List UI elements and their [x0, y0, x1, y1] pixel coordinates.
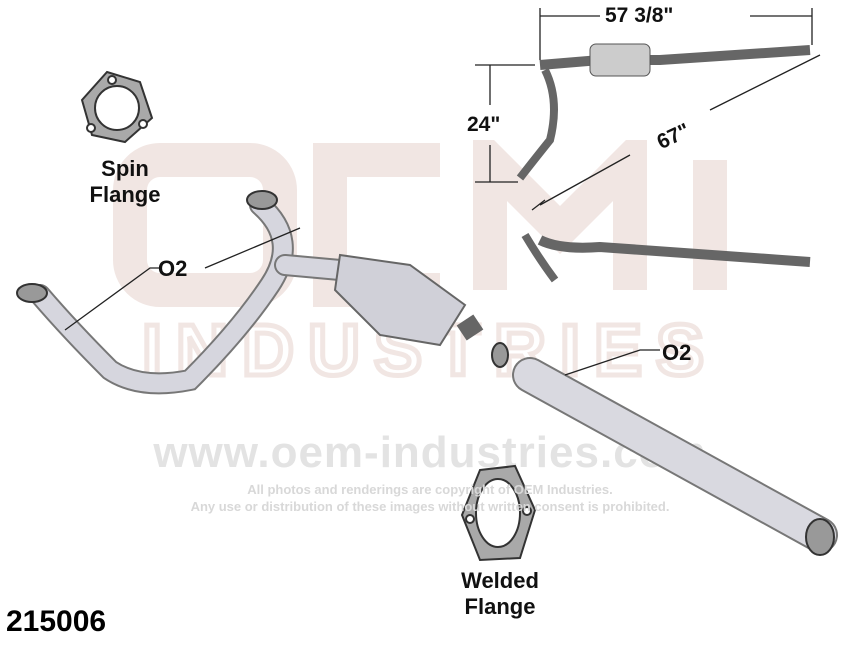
spin-flange-label: Spin Flange [70, 156, 180, 208]
main-assembly [29, 194, 838, 553]
welded-flange-label-line1: Welded [461, 568, 539, 593]
copyright-line-1: All photos and renderings are copyright … [247, 482, 613, 497]
part-number: 215006 [6, 605, 107, 638]
spin-flange-label-line2: Flange [89, 182, 161, 207]
welded-flange-label: Welded Flange [440, 568, 560, 620]
dimension-lines [64, 8, 821, 376]
o2-sensor-label-right: O2 [662, 340, 692, 365]
thumbnail-assembly [516, 45, 811, 283]
length-dimension: 57 3/8" [605, 4, 674, 27]
height-dimension: 24" [467, 113, 501, 136]
spin-flange-label-line1: Spin [101, 156, 149, 181]
catalytic-converter [333, 253, 467, 347]
welded-flange-label-line2: Flange [464, 594, 536, 619]
spin-flange-gasket [80, 70, 154, 144]
welded-flange-gasket [460, 464, 537, 562]
o2-sensor-label-left: O2 [158, 256, 188, 281]
copyright-line-2: Any use or distribution of these images … [190, 499, 670, 514]
end-flanges [16, 190, 835, 556]
